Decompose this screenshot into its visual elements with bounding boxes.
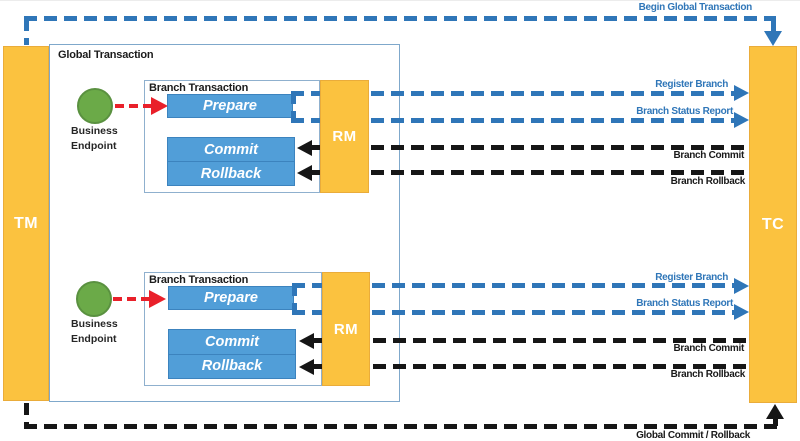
commit-box-2: Commit [205, 333, 259, 350]
register-branch-label-1: Register Branch [655, 79, 728, 90]
branch-commit-label-1: Branch Commit [673, 150, 744, 161]
register-branch-arrowhead-2 [734, 278, 749, 294]
register-branch-line-1 [291, 91, 734, 96]
branch-rollback-arrowhead-1 [297, 165, 312, 181]
branch-transaction-title-1: Branch Transaction [149, 82, 249, 94]
branch-status-report-arrowhead-2 [734, 304, 749, 320]
branch-status-report-arrowhead-1 [734, 112, 749, 128]
invoke-prepare-arrowhead-2 [149, 290, 166, 308]
branch-commit-line-1 [311, 145, 748, 150]
branch-commit-arrowhead-1 [297, 140, 312, 156]
business-endpoint-circle-1 [77, 88, 113, 124]
rollback-box-2: Rollback [169, 353, 295, 379]
global-transaction-title: Global Transaction [58, 49, 154, 61]
invoke-prepare-line-1 [115, 104, 152, 108]
global-commit-rollback-line-end [773, 416, 778, 426]
branch-transaction-title-2: Branch Transaction [149, 274, 249, 286]
commit-rollback-box-1: Commit Rollback [167, 137, 295, 186]
branch-rollback-label-2: Branch Rollback [670, 369, 746, 380]
global-commit-rollback-line [24, 424, 777, 429]
begin-global-transaction-label: Begin Global Transaction [638, 2, 753, 13]
begin-global-transaction-line-end [771, 18, 776, 32]
global-commit-rollback-line-start [24, 403, 29, 427]
global-transaction-box [49, 44, 400, 402]
branch-report-bracket-2 [292, 283, 297, 315]
commit-rollback-box-2: Commit Rollback [168, 329, 296, 379]
rm-bar-2: RM [322, 272, 370, 386]
business-endpoint-label-2: Business Endpoint [71, 318, 118, 345]
global-commit-rollback-label: Global Commit / Rollback [636, 430, 750, 441]
invoke-prepare-arrowhead-1 [151, 97, 168, 115]
commit-box-1: Commit [204, 141, 258, 158]
tm-bar: TM [3, 46, 49, 401]
begin-global-transaction-arrowhead [764, 31, 782, 46]
register-branch-label-2: Register Branch [655, 272, 728, 283]
business-endpoint-label-1: Business Endpoint [71, 125, 118, 152]
register-branch-arrowhead-1 [734, 85, 749, 101]
branch-status-report-line-1 [291, 118, 734, 123]
rm-bar-1: RM [320, 80, 369, 193]
branch-rollback-line-2 [313, 364, 748, 369]
begin-global-transaction-line-start [24, 18, 29, 45]
branch-commit-line-2 [313, 338, 748, 343]
branch-status-report-label-1: Branch Status Report [636, 106, 733, 117]
branch-rollback-label-1: Branch Rollback [670, 176, 746, 187]
business-endpoint-circle-2 [76, 281, 112, 317]
branch-rollback-arrowhead-2 [299, 359, 314, 375]
invoke-prepare-line-2 [113, 297, 150, 301]
branch-report-bracket-1 [291, 91, 296, 123]
branch-commit-label-2: Branch Commit [673, 343, 744, 354]
branch-status-report-line-2 [292, 310, 734, 315]
tc-bar: TC [749, 46, 797, 403]
begin-global-transaction-line [24, 16, 776, 21]
register-branch-line-2 [292, 283, 734, 288]
branch-status-report-label-2: Branch Status Report [636, 298, 733, 309]
global-commit-rollback-arrowhead [766, 404, 784, 419]
branch-commit-arrowhead-2 [299, 333, 314, 349]
prepare-box-2: Prepare [168, 286, 294, 310]
prepare-box-1: Prepare [167, 94, 293, 118]
rollback-box-1: Rollback [168, 161, 294, 185]
branch-rollback-line-1 [311, 170, 748, 175]
